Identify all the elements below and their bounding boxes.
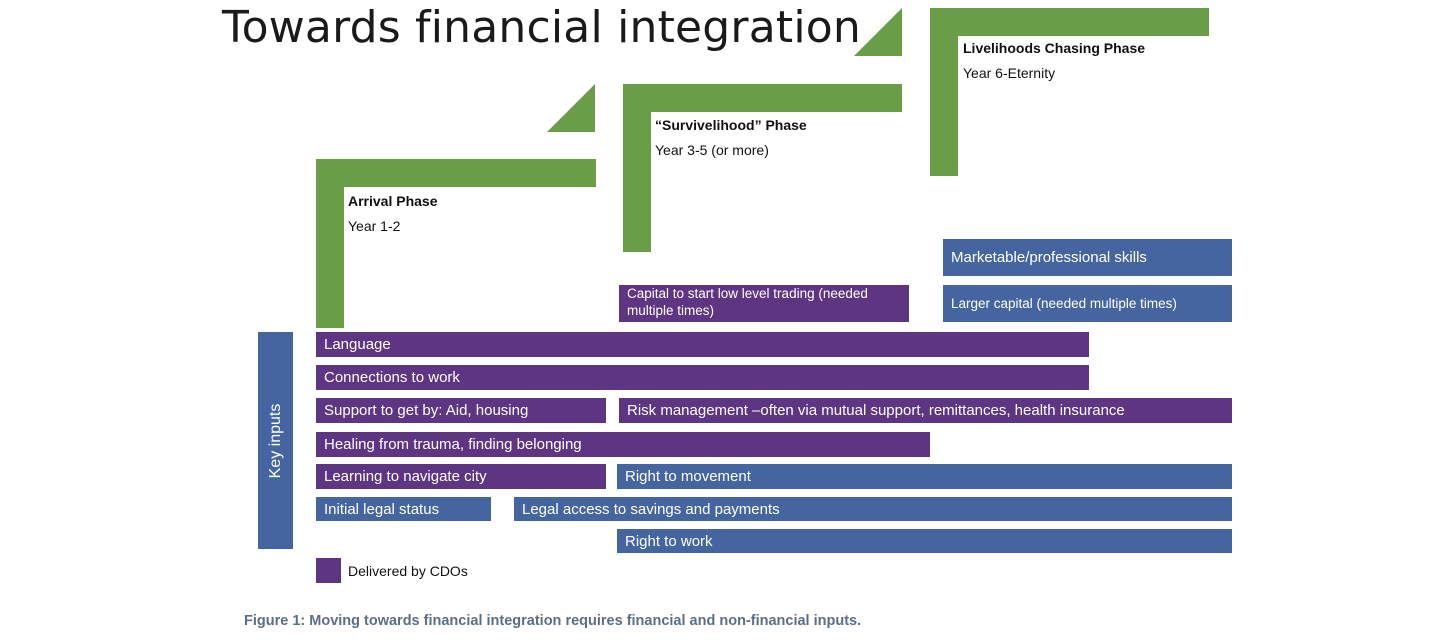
stair-step-3-riser — [930, 8, 958, 176]
input-bar-healing: Healing from trauma, finding belonging — [316, 432, 930, 457]
stair-step-2-riser — [623, 84, 651, 252]
input-bar-support-to-get-by: Support to get by: Aid, housing — [316, 398, 606, 423]
phase-2-years: Year 3-5 (or more) — [655, 142, 769, 158]
legend-label-cdo: Delivered by CDOs — [348, 563, 468, 579]
stair-step-2-tread — [623, 84, 902, 112]
input-bar-language: Language — [316, 332, 1089, 357]
key-inputs-label: Key inputs — [266, 403, 284, 478]
input-bar-risk-management: Risk management –often via mutual suppor… — [619, 398, 1232, 423]
input-bar-larger-capital: Larger capital (needed multiple times) — [943, 285, 1232, 322]
input-bar-initial-legal-status: Initial legal status — [316, 497, 491, 521]
input-bar-marketable-skills: Marketable/professional skills — [943, 239, 1232, 276]
input-bar-capital-low-trading: Capital to start low level trading (need… — [619, 285, 909, 322]
phase-3-years: Year 6-Eternity — [963, 65, 1056, 81]
page-title: Towards financial integration — [222, 2, 861, 53]
legend-swatch-cdo — [316, 558, 341, 583]
input-bar-connections-to-work: Connections to work — [316, 365, 1089, 390]
input-bar-right-to-movement: Right to movement — [617, 464, 1232, 489]
input-bar-learning-city: Learning to navigate city — [316, 464, 606, 489]
stair-step-1-tread — [316, 159, 596, 187]
phase-2-name: “Survivelihood” Phase — [655, 117, 807, 133]
stair-arrow-2 — [854, 8, 902, 56]
figure-caption: Figure 1: Moving towards financial integ… — [244, 613, 862, 629]
input-bar-right-to-work: Right to work — [617, 529, 1232, 553]
phase-1-years: Year 1-2 — [348, 218, 401, 234]
key-inputs-label-box: Key inputs — [258, 332, 293, 549]
stair-step-1-riser — [316, 159, 344, 328]
phase-3-name: Livelihoods Chasing Phase — [963, 40, 1146, 56]
phase-1-name: Arrival Phase — [348, 193, 438, 209]
stair-arrow-1 — [547, 84, 595, 132]
input-bar-legal-access-savings: Legal access to savings and payments — [514, 497, 1232, 521]
stair-step-3-tread — [930, 8, 1209, 36]
